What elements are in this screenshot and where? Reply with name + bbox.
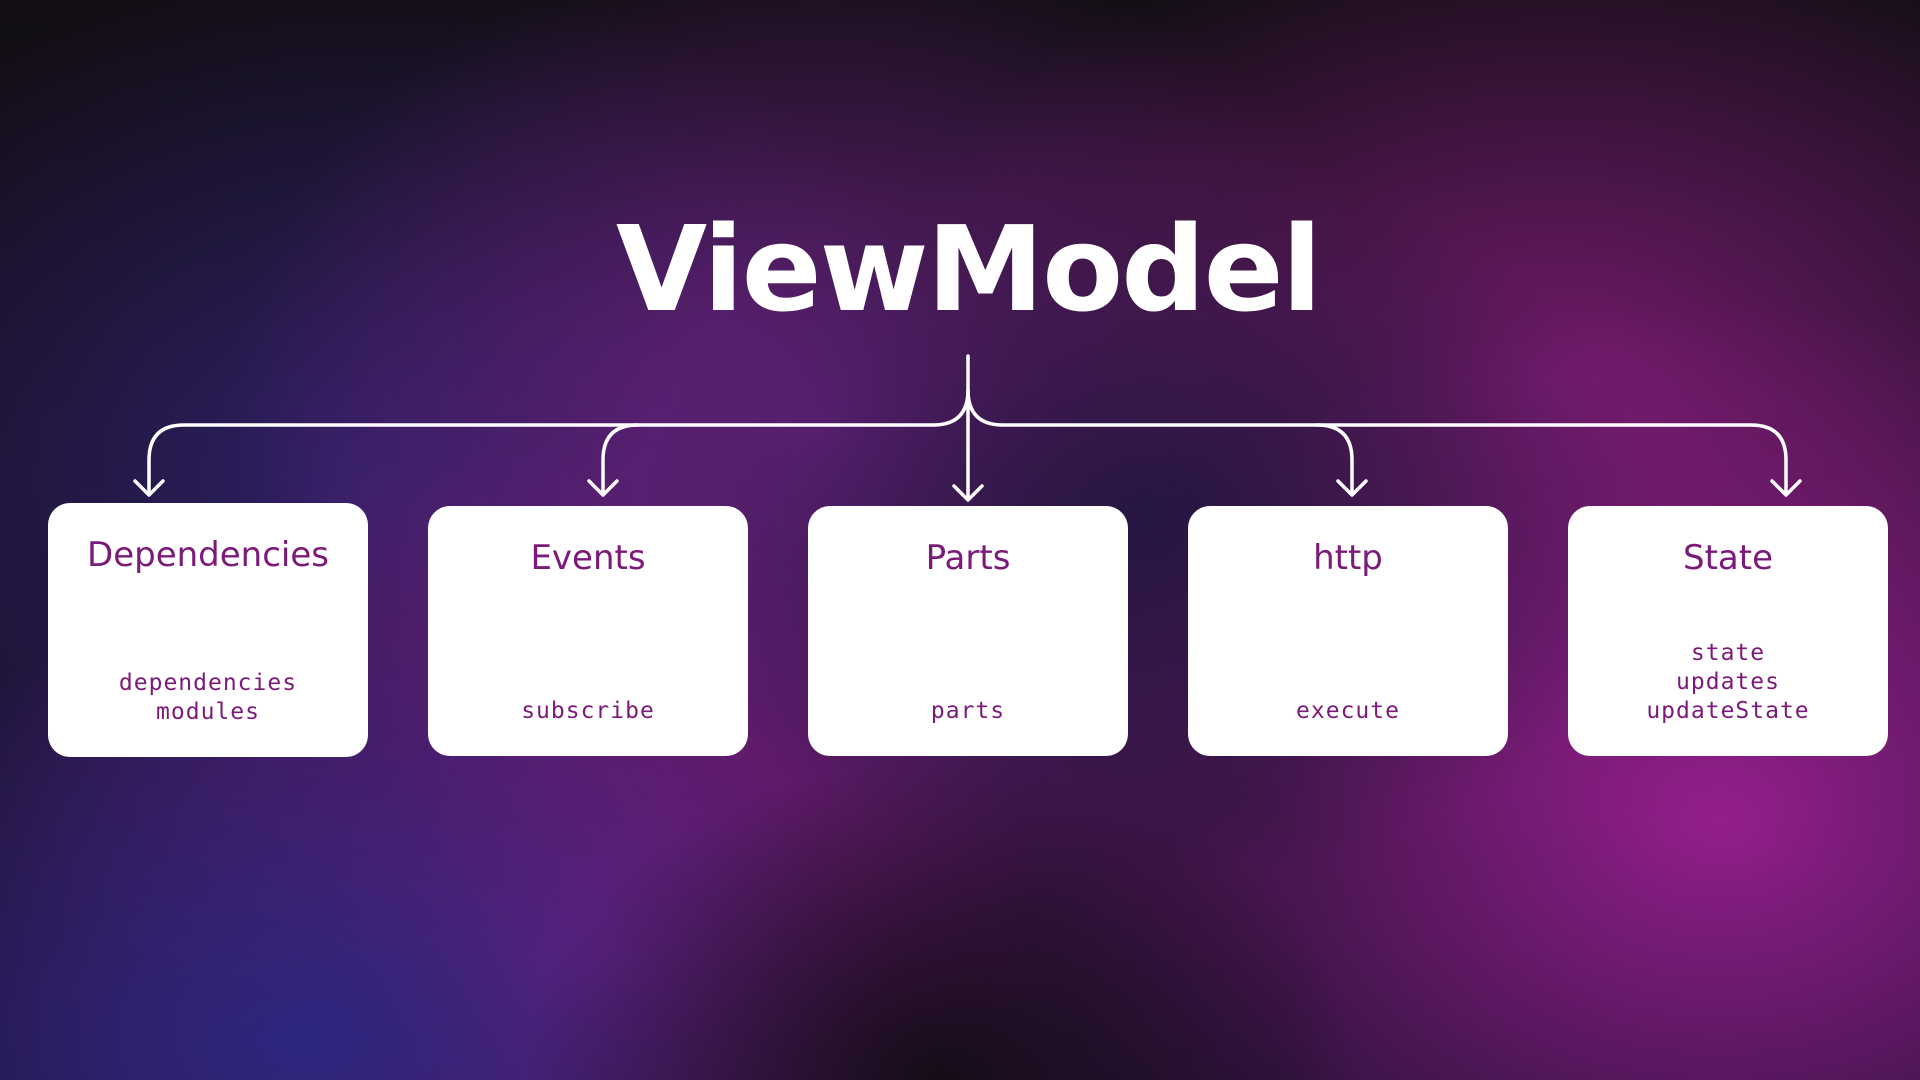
box-title-events: Events: [530, 538, 646, 578]
box-item: updateState: [1646, 698, 1810, 724]
box-state: State state updates updateState: [1568, 506, 1888, 756]
diagram-title: ViewModel: [615, 200, 1322, 338]
connector-branch-left: [147, 388, 970, 496]
box-events: Events subscribe: [428, 506, 748, 756]
box-http: http execute: [1188, 506, 1508, 756]
arrowhead-state: [1770, 479, 1802, 497]
box-items-state: state updates updateState: [1568, 639, 1888, 726]
box-item: updates: [1676, 669, 1780, 695]
arrowhead-events: [587, 479, 619, 497]
box-item: modules: [156, 699, 260, 725]
box-title-http: http: [1313, 538, 1383, 578]
box-dependencies: Dependencies dependencies modules: [48, 503, 368, 757]
arrowhead-http: [1336, 479, 1368, 497]
connector-branch-events: [601, 423, 640, 496]
connector-branch-right: [966, 388, 1788, 496]
box-items-dependencies: dependencies modules: [48, 669, 368, 727]
box-item: state: [1690, 640, 1766, 666]
box-item: execute: [1296, 698, 1400, 724]
arrowhead-parts: [952, 484, 984, 502]
box-item: subscribe: [521, 698, 655, 724]
box-title-state: State: [1683, 538, 1773, 578]
box-title-parts: Parts: [925, 538, 1011, 578]
box-item: parts: [930, 698, 1006, 724]
box-items-events: subscribe: [428, 697, 748, 726]
box-items-parts: parts: [808, 697, 1128, 726]
box-parts: Parts parts: [808, 506, 1128, 756]
box-items-http: execute: [1188, 697, 1508, 726]
box-title-dependencies: Dependencies: [87, 535, 329, 575]
arrowhead-dependencies: [133, 479, 165, 497]
box-item: dependencies: [118, 670, 298, 696]
connector-branch-http: [1315, 423, 1354, 496]
